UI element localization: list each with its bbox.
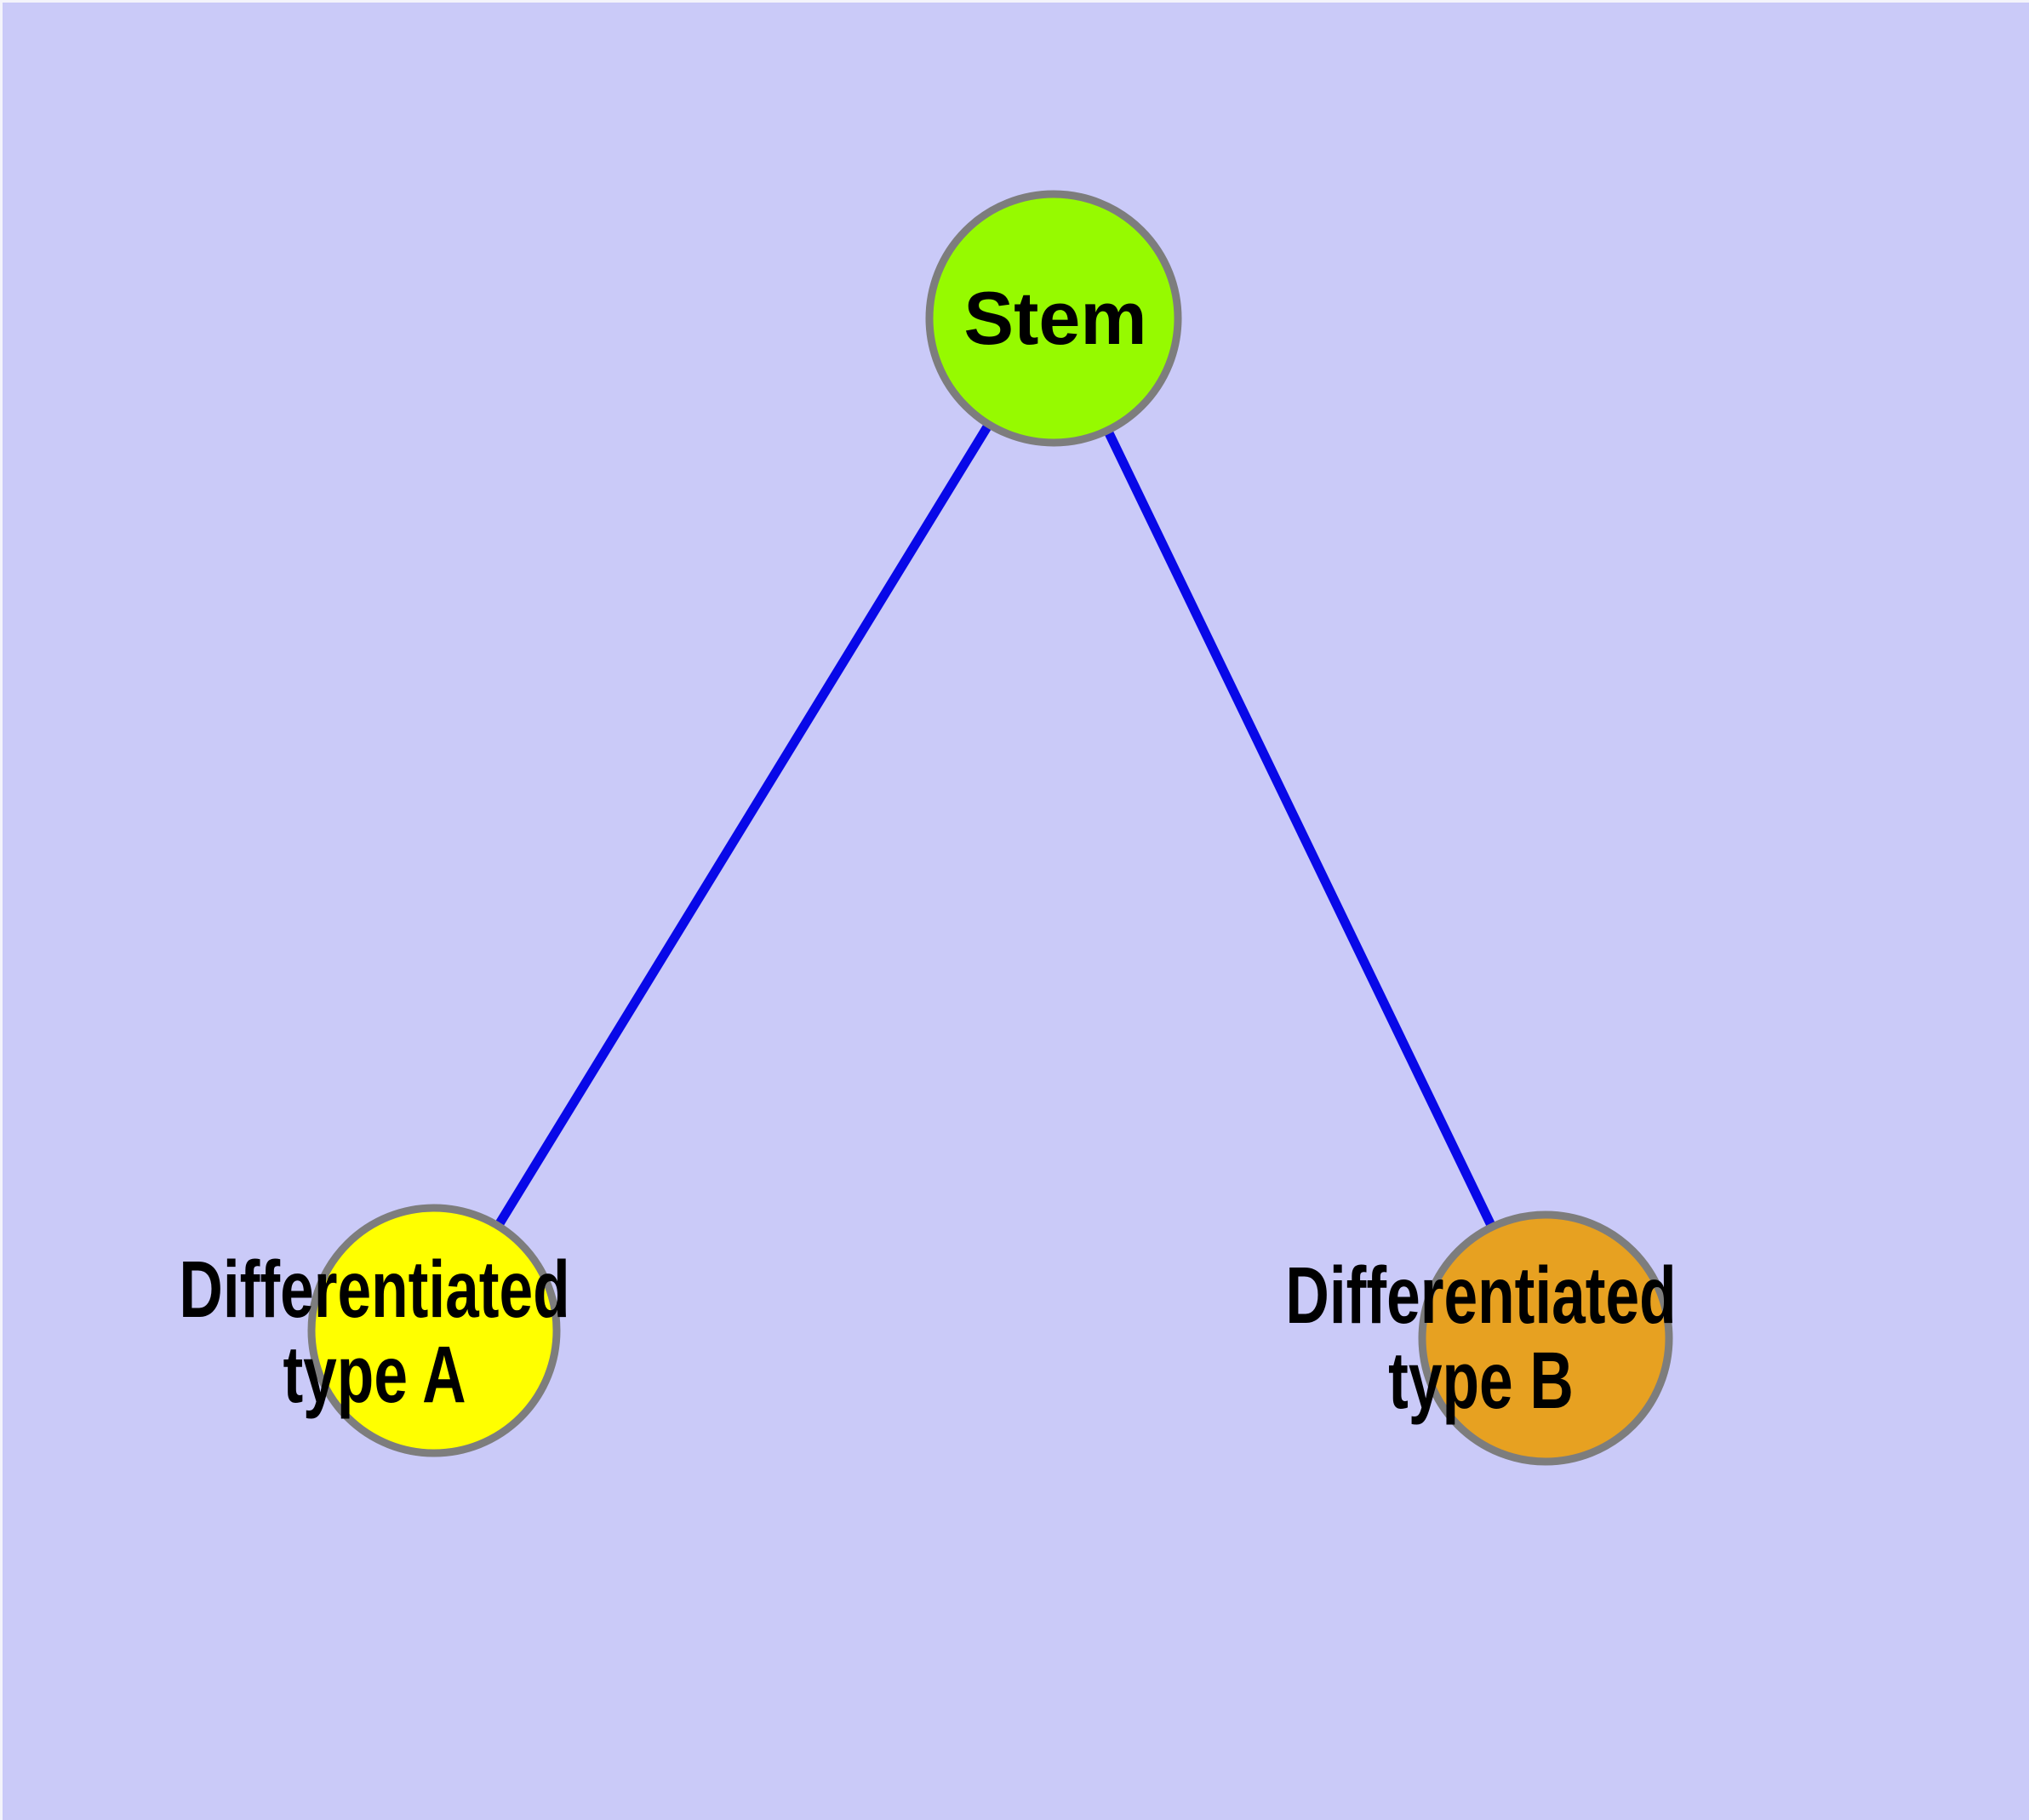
node-label-stem: Stem: [963, 281, 1146, 356]
node-circle-differentiated-type-a: [307, 1204, 561, 1457]
node-label-line: type A: [283, 1330, 466, 1420]
node-label-differentiated-type-b: Differentiated type B: [1285, 1253, 1676, 1423]
edge-stem-to-type-b: [1049, 316, 1550, 1341]
edge-stem-to-type-a: [430, 316, 1058, 1333]
node-circle-differentiated-type-b: [1418, 1210, 1673, 1466]
node-label-line: Differentiated: [179, 1245, 570, 1335]
canvas-top-edge-highlight: [0, 0, 2029, 3]
node-label-line: type B: [1388, 1336, 1574, 1426]
node-circle-stem: [925, 190, 1182, 447]
node-label-differentiated-type-a: Differentiated type A: [179, 1247, 569, 1417]
node-label-line: Stem: [963, 276, 1147, 360]
canvas-left-edge-highlight: [0, 0, 3, 1820]
node-label-line: Differentiated: [1285, 1251, 1677, 1341]
